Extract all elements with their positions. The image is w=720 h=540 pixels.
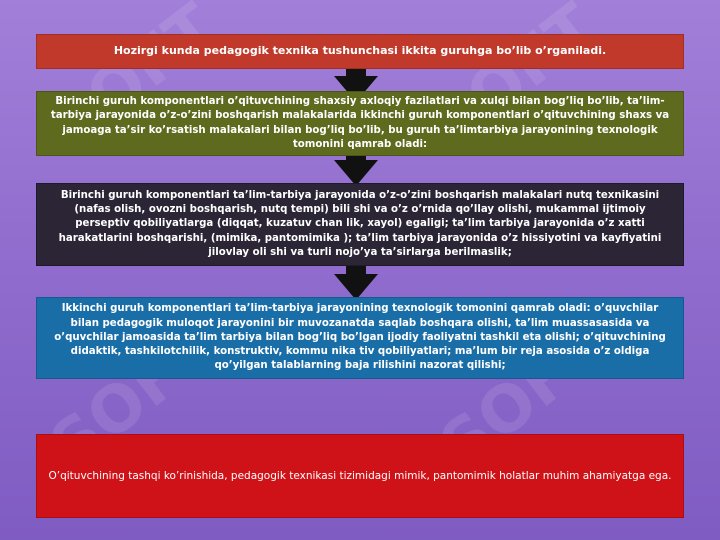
arrow-down-icon bbox=[334, 142, 378, 186]
appearance-text: O’qituvchining tashqi ko’rinishida, peda… bbox=[48, 469, 672, 482]
second-group-text: Ikkinchi guruh komponentlari ta’lim-tarb… bbox=[54, 303, 666, 372]
components-overview-box: Birinchi guruh komponentlari o’qituvchin… bbox=[36, 91, 684, 156]
first-group-text: Birinchi guruh komponentlari ta’lim-tarb… bbox=[58, 189, 662, 258]
second-group-box: Ikkinchi guruh komponentlari ta’lim-tarb… bbox=[36, 297, 684, 379]
heading-text: Hozirgi kunda pedagogik texnika tushunch… bbox=[113, 44, 607, 58]
arrow-down-icon bbox=[334, 58, 378, 102]
heading-box: Hozirgi kunda pedagogik texnika tushunch… bbox=[36, 34, 684, 69]
components-overview-text: Birinchi guruh komponentlari o’qituvchin… bbox=[50, 96, 670, 150]
first-group-box: Birinchi guruh komponentlari ta’lim-tarb… bbox=[36, 183, 684, 266]
arrow-down-icon bbox=[334, 256, 378, 300]
appearance-box: O’qituvchining tashqi ko’rinishida, peda… bbox=[36, 434, 684, 518]
